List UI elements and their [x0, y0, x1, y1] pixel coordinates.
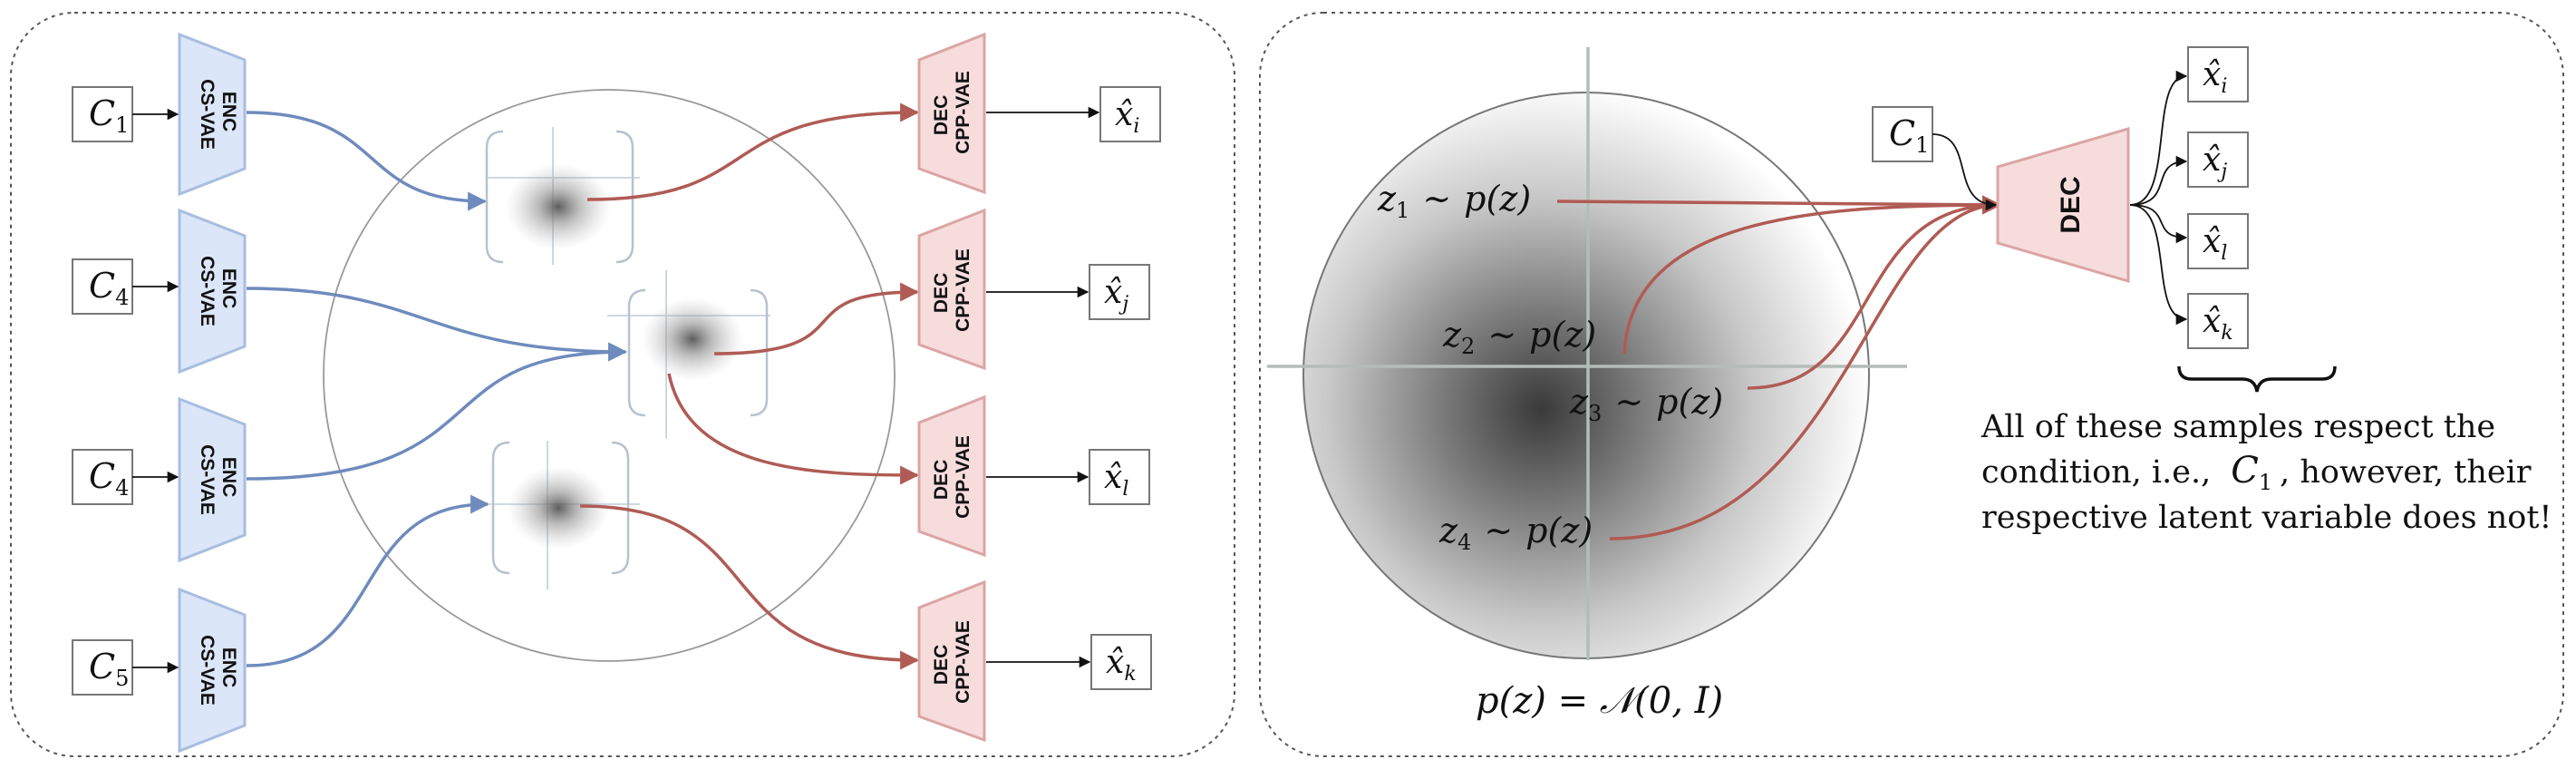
note-line-3: respective latent variable does not!: [1981, 500, 2552, 536]
encoder-label-top: ENC: [218, 92, 239, 131]
right-output-box-i: x̂i: [2187, 46, 2249, 102]
decoder-block-4: DEC CPP-VAE: [917, 579, 986, 743]
decoder-label-top: DEC: [931, 273, 952, 313]
svg-text:x̂i: x̂i: [1115, 96, 1139, 138]
encoder-trapezoid-icon: [178, 208, 247, 375]
right-decoder-label: DEC: [2056, 176, 2086, 233]
right-decoder-output-arrows: [2129, 70, 2188, 326]
svg-text:DEC CPP-VAE: DEC CPP-VAE: [931, 71, 973, 154]
decoder-block-2: DEC CPP-VAE: [917, 208, 986, 371]
decoder-label-top: DEC: [931, 95, 952, 135]
svg-text:ENC CS-VAE: ENC CS-VAE: [197, 79, 239, 150]
svg-text:x̂k: x̂k: [1106, 644, 1137, 686]
decoder-label-bottom: CPP-VAE: [953, 620, 973, 704]
decoder-label-top: DEC: [931, 460, 952, 500]
encoder-block-3: ENC CS-VAE: [178, 396, 247, 563]
encoder-block-1: ENC CS-VAE: [178, 32, 247, 197]
encoder-label-top: ENC: [218, 647, 239, 687]
right-output-box-k: x̂k: [2187, 293, 2249, 349]
svg-text:C1: C1: [89, 93, 129, 138]
note-line-1: All of these samples respect the: [1980, 409, 2495, 445]
svg-text:z4∼p(z): z4∼p(z): [1438, 511, 1593, 555]
right-condition-box: C1: [1872, 106, 1933, 162]
encoder-label-top: ENC: [218, 268, 239, 308]
svg-text:z3∼p(z): z3∼p(z): [1569, 382, 1723, 426]
encoder-trapezoid-icon: [178, 587, 247, 754]
encoder-label-bottom: CS-VAE: [197, 256, 218, 326]
svg-text:ENC CS-VAE: ENC CS-VAE: [197, 256, 239, 326]
svg-text:x̂j: x̂j: [1104, 274, 1128, 316]
right-output-box-j: x̂j: [2187, 131, 2249, 188]
encoder-label-top: ENC: [218, 457, 239, 497]
svg-text:C4: C4: [89, 456, 129, 501]
output-box-k: x̂k: [1090, 634, 1152, 690]
posterior-gaussian-3: [489, 441, 640, 589]
svg-text:DEC CPP-VAE: DEC CPP-VAE: [931, 435, 973, 519]
posterior-gaussian-1: [485, 127, 640, 265]
right-panel-frame: [1259, 12, 2564, 757]
condition-box-1: C1: [72, 86, 133, 142]
decoder-trapezoid-icon: [1996, 127, 2130, 283]
encoder-block-2: ENC CS-VAE: [178, 208, 247, 375]
svg-text:C4: C4: [89, 266, 129, 310]
decoder-label-bottom: CPP-VAE: [953, 435, 973, 519]
svg-text:x̂i: x̂i: [2203, 56, 2227, 98]
svg-text:x̂l: x̂l: [1104, 459, 1128, 501]
svg-text:z2∼p(z): z2∼p(z): [1442, 315, 1596, 359]
note-line-2: condition, i.e.,C1, however, their: [1981, 450, 2532, 495]
sample-label-3: z3∼p(z): [1569, 382, 1723, 426]
sample-label-4: z4∼p(z): [1438, 511, 1593, 555]
prior-label: p(z) = 𝒩(0, I): [1476, 680, 1723, 722]
decoder-block-1: DEC CPP-VAE: [917, 32, 986, 195]
decoder-output-arrows: [986, 106, 1100, 668]
output-box-j: x̂j: [1089, 264, 1150, 320]
svg-text:ENC CS-VAE: ENC CS-VAE: [197, 444, 239, 515]
svg-text:C5: C5: [89, 647, 129, 691]
posterior-gaussian-2: [607, 270, 770, 439]
svg-text:DEC CPP-VAE: DEC CPP-VAE: [931, 620, 973, 704]
sample-label-2: z2∼p(z): [1442, 315, 1596, 359]
encoder-trapezoid-icon: [178, 32, 247, 197]
decoder-trapezoid-icon: [917, 32, 986, 195]
svg-text:x̂j: x̂j: [2203, 141, 2227, 183]
right-condition-arrow: [1932, 133, 1998, 211]
svg-text:ENC CS-VAE: ENC CS-VAE: [197, 635, 239, 706]
output-box-i: x̂i: [1099, 86, 1161, 142]
decoder-label-bottom: CPP-VAE: [953, 248, 973, 332]
svg-text:x̂l: x̂l: [2203, 223, 2227, 265]
latent-to-decoder-arrows: [579, 102, 920, 670]
decoder-label-bottom: CPP-VAE: [953, 71, 973, 154]
right-output-box-l: x̂l: [2187, 213, 2249, 269]
decoder-trapezoid-icon: [917, 208, 986, 371]
encoder-to-latent-arrows: [246, 111, 628, 667]
output-box-l: x̂l: [1089, 449, 1150, 505]
svg-text:C1: C1: [1889, 113, 1929, 158]
decoder-block-3: DEC CPP-VAE: [917, 394, 986, 558]
encoder-label-bottom: CS-VAE: [197, 79, 218, 150]
condition-box-3: C4: [72, 449, 133, 505]
brace-icon: [2177, 365, 2337, 393]
encoder-trapezoid-icon: [178, 396, 247, 563]
decoder-trapezoid-icon: [917, 394, 986, 558]
left-panel-frame: [10, 12, 1235, 757]
decoder-label-top: DEC: [931, 645, 952, 685]
encoder-block-4: ENC CS-VAE: [178, 587, 247, 754]
latent-space-circle: [323, 89, 896, 662]
encoder-label-bottom: CS-VAE: [197, 444, 218, 515]
svg-text:x̂k: x̂k: [2203, 303, 2233, 345]
condition-box-2: C4: [72, 258, 133, 315]
condition-arrows: [132, 108, 179, 674]
explanation-note: All of these samples respect the conditi…: [1980, 409, 2552, 536]
decoder-trapezoid-icon: [917, 579, 986, 743]
prior-distribution-circle: [1303, 92, 1870, 659]
encoder-label-bottom: CS-VAE: [197, 635, 218, 706]
sample-to-decoder-arrows: [1556, 195, 2002, 540]
condition-box-4: C5: [72, 639, 133, 696]
right-decoder-block: DEC: [1996, 127, 2130, 283]
sample-label-1: z1∼p(z): [1377, 179, 1531, 223]
svg-text:z1∼p(z): z1∼p(z): [1377, 179, 1531, 223]
svg-text:DEC CPP-VAE: DEC CPP-VAE: [931, 248, 973, 332]
